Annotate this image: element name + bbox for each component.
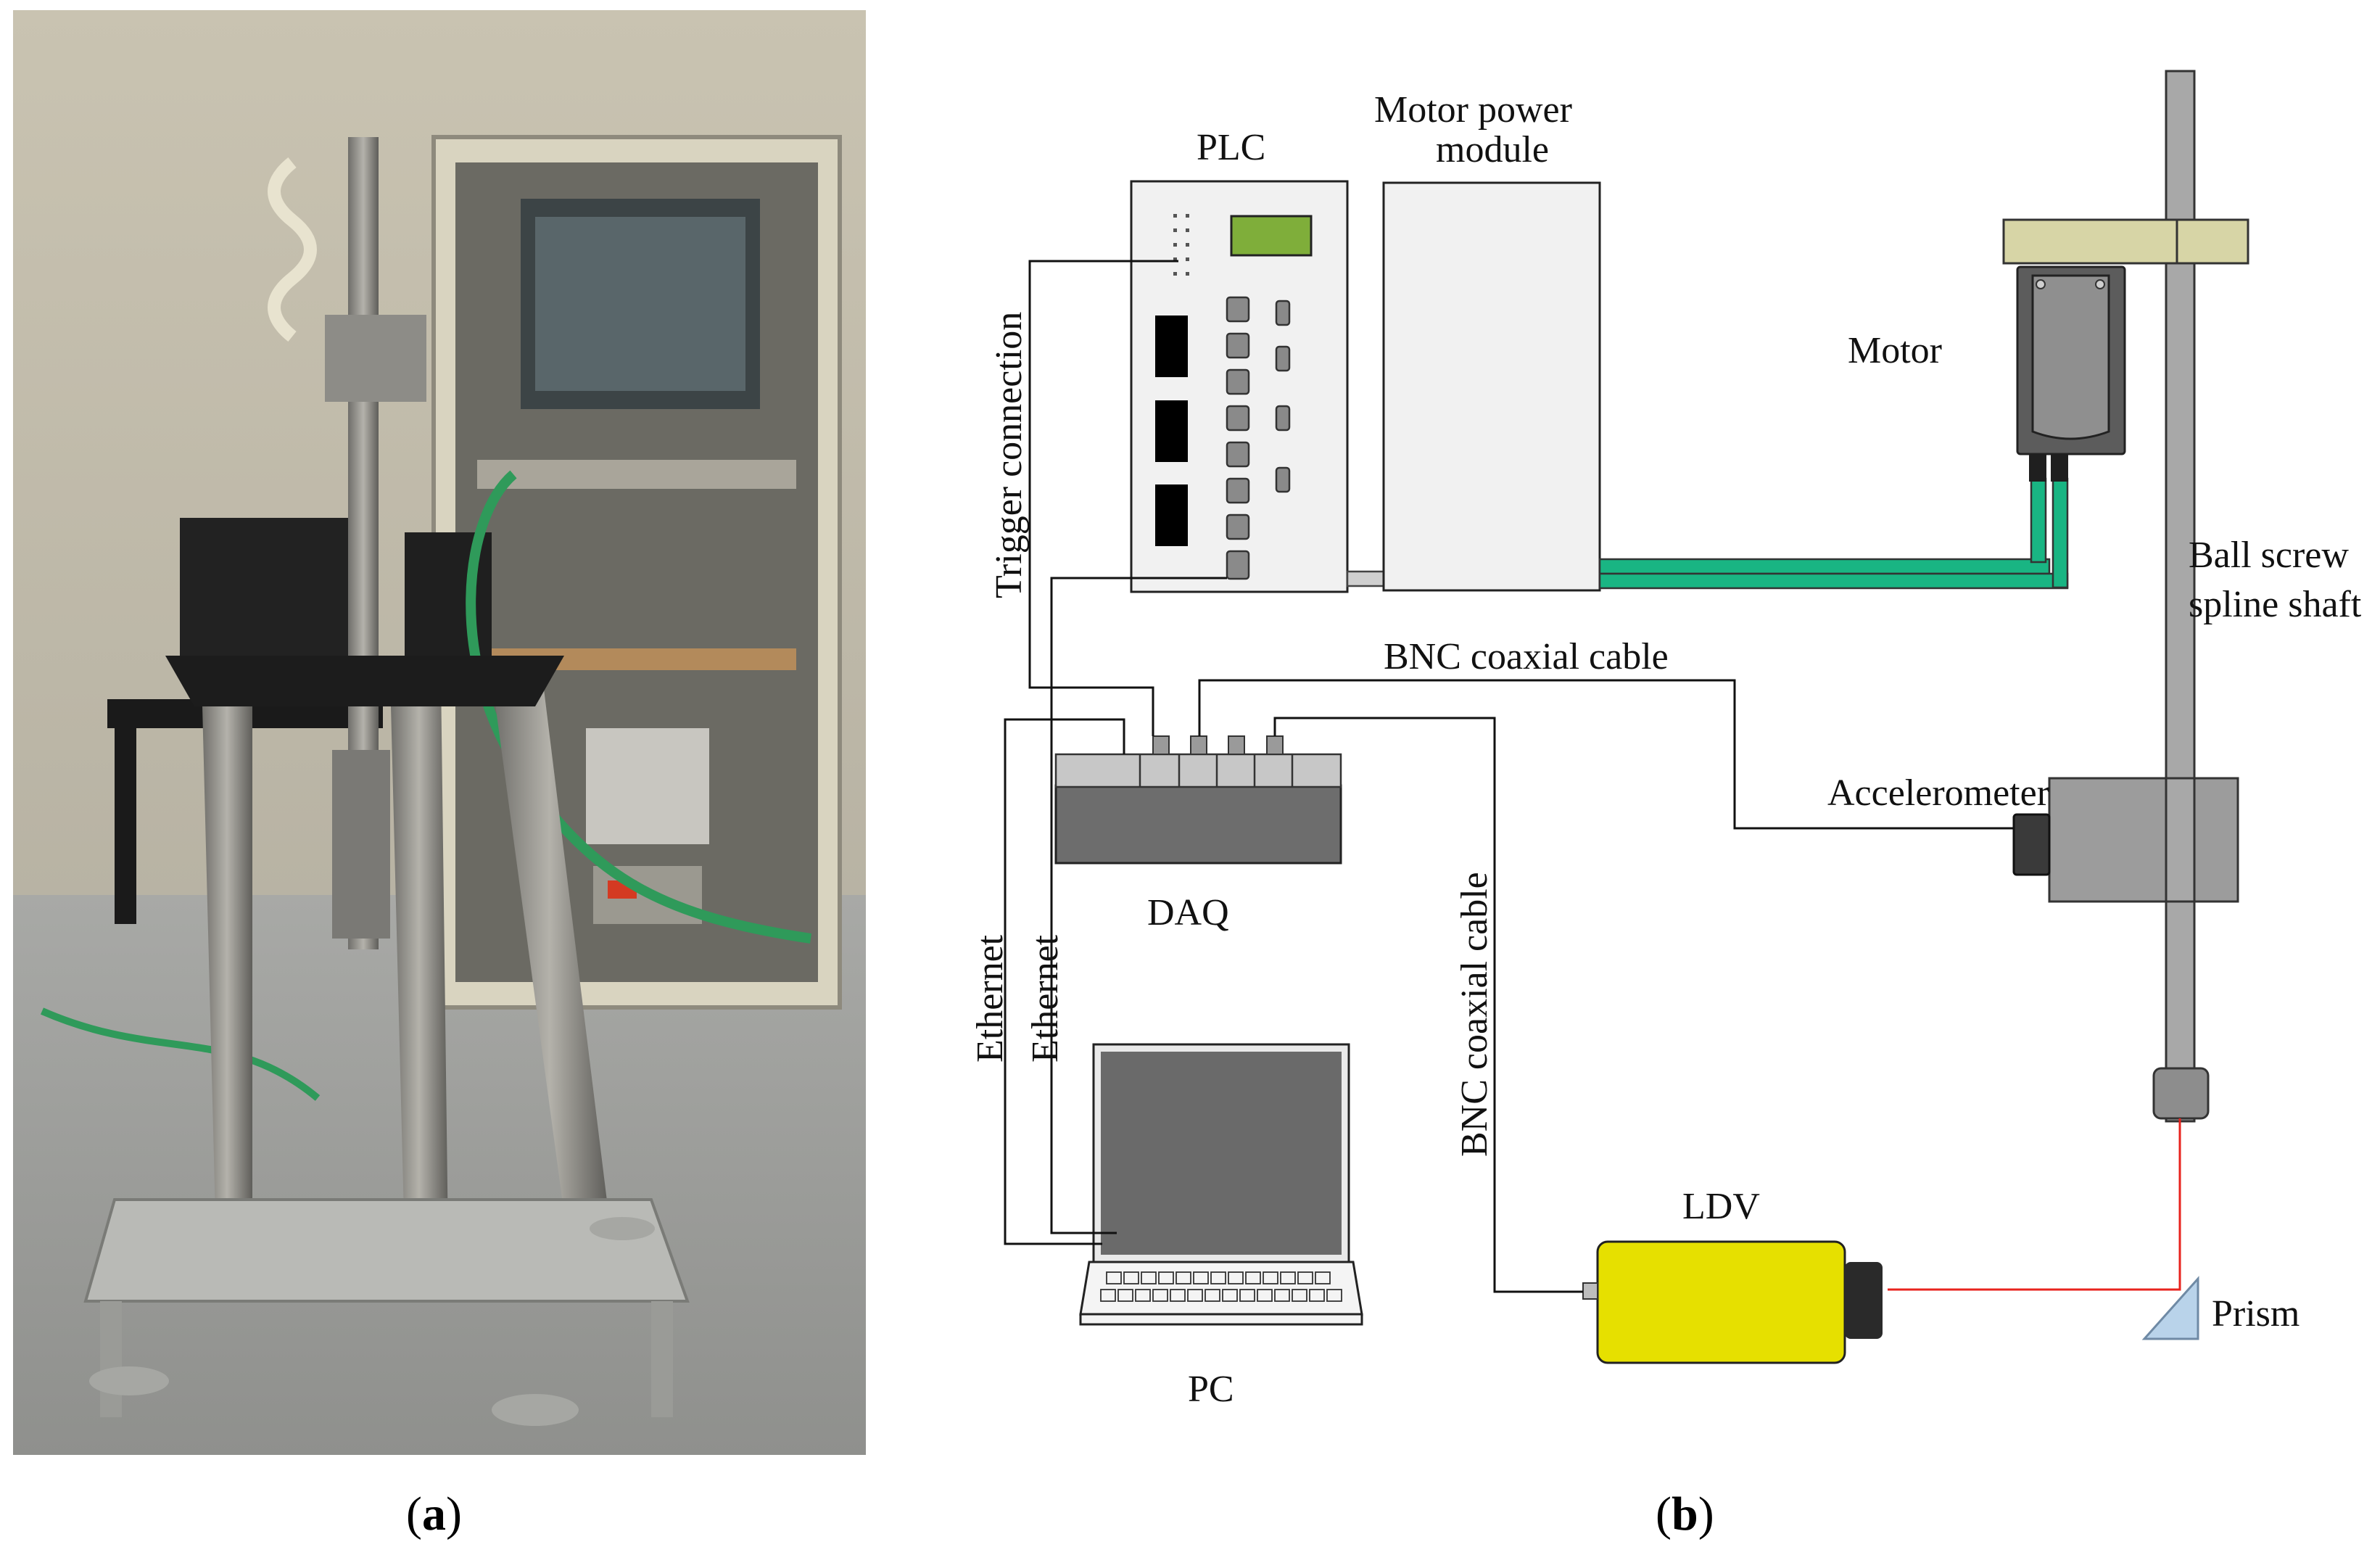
photo-control-cabinet — [431, 135, 842, 1010]
label-plc: PLC — [1197, 127, 1265, 168]
label-ball-screw-2: spline shaft — [2189, 584, 2362, 625]
panel-label-a: (a) — [406, 1488, 462, 1540]
photo-coil-hose — [268, 157, 317, 342]
motor-mount-plate — [2002, 218, 2193, 265]
photo-base-platform — [83, 1198, 690, 1426]
label-trigger-connection: Trigger connection — [988, 312, 1030, 598]
label-motor-power-2: module — [1436, 129, 1549, 170]
label-ethernet-1: Ethernet — [970, 934, 1011, 1063]
label-motor: Motor — [1848, 330, 1942, 371]
photo-a-frame — [165, 656, 608, 1243]
daq-device — [1054, 735, 1342, 865]
motor-power-module — [1382, 181, 1601, 592]
label-accelerometer: Accelerometer — [1827, 772, 2049, 814]
test-rig-photo — [13, 10, 866, 1455]
photo-motor-mount — [325, 315, 426, 402]
accelerometer-sensor — [2012, 813, 2051, 876]
label-ethernet-2: Ethernet — [1025, 934, 1066, 1063]
motor-icon — [2016, 265, 2126, 482]
label-pc: PC — [1188, 1369, 1234, 1410]
ldv-device — [1582, 1240, 1883, 1364]
motor-cable — [1598, 477, 2069, 590]
pc-laptop — [1079, 1043, 1363, 1326]
plc-unit — [1130, 180, 1349, 593]
label-ball-screw-1: Ball screw — [2189, 535, 2349, 576]
label-daq: DAQ — [1147, 892, 1229, 933]
setup-schematic: PLC Motor power module Motor Ball screw … — [970, 70, 2362, 1410]
label-bnc-top: BNC coaxial cable — [1384, 636, 1669, 677]
signal-wires — [1004, 260, 2014, 1293]
plc-display — [1230, 215, 1313, 257]
prism-icon — [2141, 1276, 2199, 1340]
shaft-end — [2152, 1067, 2210, 1120]
panel-label-b: (b) — [1656, 1488, 1714, 1540]
label-bnc-vertical: BNC coaxial cable — [1454, 872, 1495, 1157]
label-prism: Prism — [2212, 1293, 2300, 1335]
laser-beam — [1888, 1118, 2181, 1291]
label-ldv: LDV — [1682, 1186, 1760, 1227]
label-motor-power-1: Motor power — [1374, 89, 1572, 131]
